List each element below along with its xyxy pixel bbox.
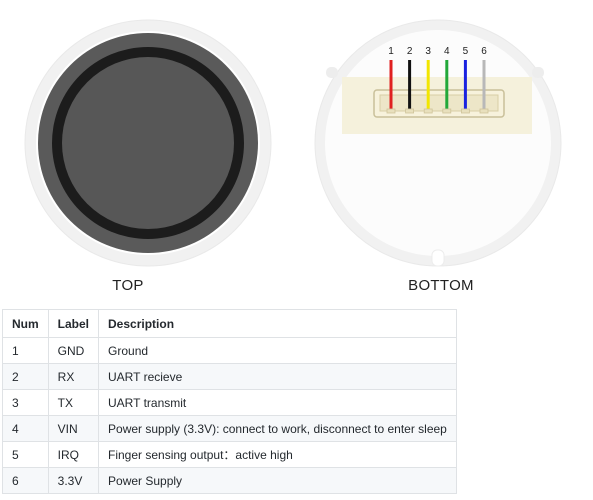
cell-description: Ground [98, 337, 457, 364]
bottom-right-notch [532, 67, 544, 78]
cell-num: 4 [2, 415, 49, 442]
bottom-left-notch [326, 67, 338, 78]
cell-description: UART recieve [98, 363, 457, 390]
pinout-table: Num Label Description 1 GND Ground 2 RX … [2, 309, 457, 494]
cell-label: VIN [47, 415, 100, 442]
pin-wire [426, 60, 430, 110]
pin-wire [463, 60, 467, 110]
cell-num: 1 [2, 337, 49, 364]
pin-number-label: 1 [388, 46, 394, 57]
pin-contact [405, 108, 415, 114]
pin-wire [445, 60, 449, 110]
cell-description: UART transmit [98, 389, 457, 416]
bottom-view: 1 2 3 4 5 6 [314, 19, 562, 267]
pin-number-label: 6 [481, 46, 487, 57]
pin-wire [408, 60, 412, 110]
connector-slot [379, 94, 499, 112]
pin-number-label: 4 [444, 46, 450, 57]
table-row: 6 3.3V Power Supply [2, 467, 457, 494]
table-row: 3 TX UART transmit [2, 389, 457, 416]
sensor-diagram: 1 2 3 4 5 6 [24, 19, 562, 267]
header-description: Description [98, 309, 457, 338]
table-row: 1 GND Ground [2, 337, 457, 364]
cell-label: 3.3V [47, 467, 100, 494]
cell-description: Power supply (3.3V): connect to work, di… [98, 415, 457, 442]
cell-num: 5 [2, 441, 49, 468]
top-view-caption: TOP [112, 277, 144, 294]
pin-wire [482, 60, 486, 110]
table-row: 4 VIN Power supply (3.3V): connect to wo… [2, 415, 457, 442]
pin-contact [386, 108, 396, 114]
pin-contact [442, 108, 452, 114]
table-header-row: Num Label Description [2, 309, 457, 338]
bottom-back-face [325, 30, 551, 256]
cell-num: 6 [2, 467, 49, 494]
connector: 1 2 3 4 5 6 [342, 46, 532, 134]
bottom-key-notch [431, 249, 445, 267]
pin-number-label: 2 [407, 46, 413, 57]
table-row: 2 RX UART recieve [2, 363, 457, 390]
pin-contact [460, 108, 470, 114]
pin-number-label: 5 [463, 46, 469, 57]
pin-number-label: 3 [425, 46, 431, 57]
pin-wire [389, 60, 393, 110]
cell-label: GND [47, 337, 100, 364]
cell-label: IRQ [47, 441, 100, 468]
cell-num: 3 [2, 389, 49, 416]
pin-contact [479, 108, 489, 114]
pin-contact [423, 108, 433, 114]
cell-description: Finger sensing output：active high [98, 441, 457, 468]
top-view [24, 19, 272, 267]
header-label: Label [47, 309, 100, 338]
cell-label: TX [47, 389, 100, 416]
top-sensor-window [62, 57, 234, 229]
cell-num: 2 [2, 363, 49, 390]
header-num: Num [2, 309, 49, 338]
cell-label: RX [47, 363, 100, 390]
cell-description: Power Supply [98, 467, 457, 494]
table-row: 5 IRQ Finger sensing output：active high [2, 441, 457, 468]
bottom-view-caption: BOTTOM [408, 277, 474, 294]
connector-pins: 1 2 3 4 5 6 [386, 46, 489, 114]
